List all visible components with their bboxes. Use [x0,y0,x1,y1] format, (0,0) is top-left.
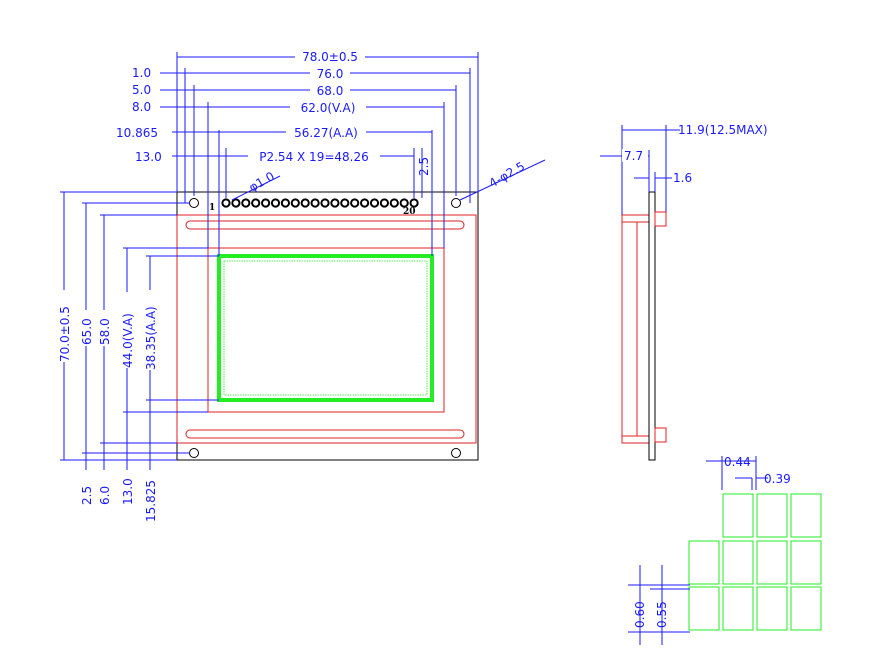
pin-8 [290,198,300,208]
dim-b4: 15.825 [144,480,158,522]
active-area [217,254,434,402]
pin-13 [340,198,350,208]
dim-mount-width: 76.0 [317,67,344,81]
pixel-dot [722,586,754,631]
side-pcb [648,191,656,461]
dim-pin-offset: 2.5 [417,157,431,176]
pin-5 [261,198,271,208]
side-depth: 7.7 [624,149,643,163]
pin-20 [409,198,419,208]
pin-6 [270,198,281,208]
pin-18 [389,198,399,208]
pin-header [221,198,419,208]
pixel-dot [722,493,754,538]
pin-19 [399,198,409,208]
mount-hole-tr [451,198,461,208]
pin-3 [241,198,251,208]
pixel-dot-height: 0.55 [655,601,669,628]
mount-hole-callout: 4-φ2.5 [487,159,528,191]
side-view: 11.9(12.5MAX) 7.7 1.6 [600,123,768,461]
dim-overall-height: 70.0±0.5 [58,306,72,362]
pin-14 [350,198,360,208]
viewing-area [207,247,445,413]
pixel-dot [722,540,754,585]
dim-aa-width: 56.27(A.A) [294,126,358,140]
pin-20-label: 20 [403,207,416,217]
bezel-slot-bottom [185,429,465,439]
dim-b1: 2.5 [80,486,94,505]
pixel-dot [790,493,822,538]
pixel-dot [756,586,788,631]
dim-pin-pitch: P2.54 X 19=48.26 [259,150,368,164]
dim-l4: 10.865 [116,126,158,140]
pixel-dot [756,493,788,538]
dim-l5: 13.0 [135,150,162,164]
dim-pcb-width: 68.0 [317,84,344,98]
front-view: 1 20 [176,191,479,461]
pin-10 [310,198,320,208]
side-bezel [621,214,650,444]
pixel-detail: 0.44 0.39 0.60 0.55 [628,455,822,645]
pixel-dot [790,586,822,631]
dim-l1: 1.0 [132,66,151,80]
pixel-dot [756,540,788,585]
active-area-dots [223,260,428,396]
pin-4 [251,198,261,208]
pixel-dot-width: 0.39 [764,472,791,486]
mount-hole-br [451,448,461,458]
pin-hole-callout: φ1.0 [247,169,277,195]
pixel-pitch-width: 0.44 [724,455,751,469]
pin-2 [231,198,241,208]
pixel-grid [688,493,822,631]
pixel-dot [688,586,720,631]
dim-b2: 6.0 [98,486,112,505]
pin-1-label: 1 [209,203,215,213]
dim-pcb-height: 58.0 [98,318,112,345]
dim-l2: 5.0 [132,83,151,97]
dim-mount-height: 65.0 [80,318,94,345]
dim-va-height: 44.0(V.A) [121,313,135,368]
pin-15 [360,198,370,208]
bezel-outline [176,214,477,444]
dim-aa-height: 38.35(A.A) [144,306,158,370]
pin-16 [369,198,380,208]
side-connector-top [654,211,667,227]
pixel-dot [688,540,720,585]
dim-b3: 13.0 [121,478,135,505]
side-pcb-thickness: 1.6 [673,171,692,185]
bezel-slot-top [185,220,465,230]
pixel-pitch-height: 0.60 [633,601,647,628]
dim-overall-width: 78.0±0.5 [302,50,358,64]
side-thickness: 11.9(12.5MAX) [678,123,768,137]
top-dimensions: 78.0±0.5 76.0 68.0 62.0(V.A) 56.27(A.A) … [116,50,546,256]
pin-12 [330,198,340,208]
mount-hole-tl [189,198,199,208]
side-connector-bottom [654,427,667,443]
mount-hole-bl [189,448,199,458]
left-dimensions: 70.0±0.5 65.0 58.0 44.0(V.A) 38.35(A.A) … [56,191,219,522]
pin-9 [300,198,310,208]
pin-17 [379,198,389,208]
pixel-dot [790,540,822,585]
dim-va-width: 62.0(V.A) [301,101,356,115]
pin-1 [221,198,231,208]
pin-11 [320,198,330,208]
pin-7 [280,198,290,208]
dim-l3: 8.0 [132,100,151,114]
